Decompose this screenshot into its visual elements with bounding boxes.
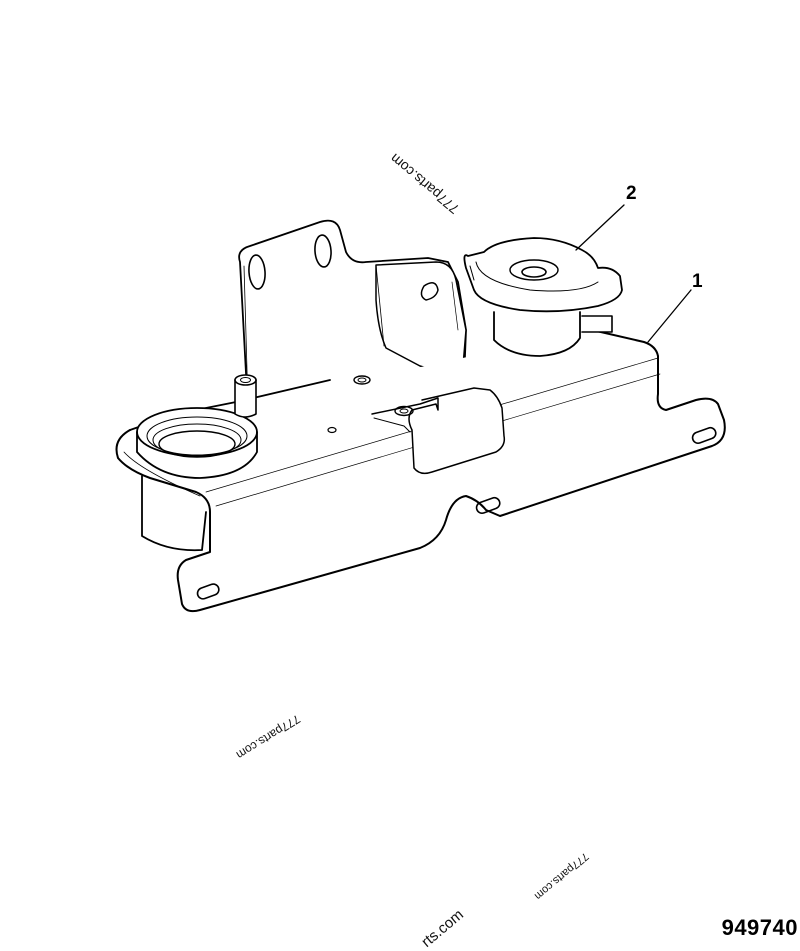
- locating-pin: [234, 374, 257, 418]
- callout-1: 1: [692, 271, 703, 292]
- left-collar: [136, 407, 258, 479]
- callout-2: 2: [626, 183, 637, 204]
- leader-line-1: [647, 289, 692, 343]
- leader-line-2: [575, 204, 625, 251]
- main-plate: [115, 329, 726, 613]
- figure-number: 949740: [721, 915, 798, 940]
- filler-cap: [463, 237, 623, 357]
